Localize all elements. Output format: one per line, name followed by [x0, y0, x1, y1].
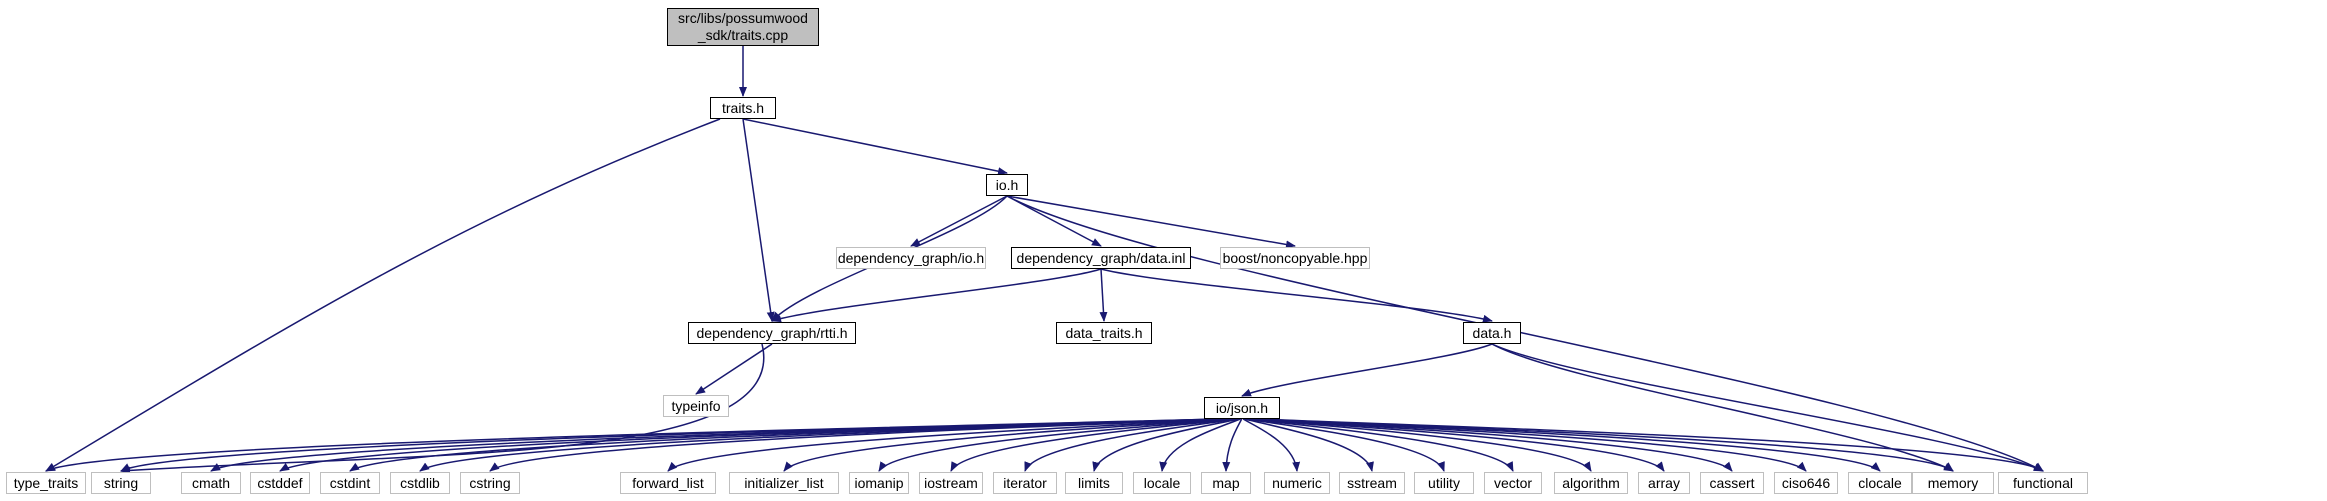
node-typeinfo: typeinfo — [663, 395, 729, 417]
node-label-line1: src/libs/possumwood — [678, 10, 808, 26]
edge-io_json_h-to-utility — [1245, 418, 1445, 472]
node-memory: memory — [1912, 472, 1994, 494]
node-data-traits-h[interactable]: data_traits.h — [1056, 322, 1152, 344]
node-iterator: iterator — [993, 472, 1057, 494]
node-dependency-graph-rtti-h[interactable]: dependency_graph/rtti.h — [688, 322, 856, 344]
node-map: map — [1201, 472, 1251, 494]
node-functional: functional — [1998, 472, 2088, 494]
node-sstream: sstream — [1339, 472, 1405, 494]
node-label-line2: _sdk/traits.cpp — [697, 27, 789, 43]
node-forward-list: forward_list — [620, 472, 716, 494]
edge-io_json_h-to-cstdlib — [419, 418, 1226, 472]
edge-dg_data_inl-to-data_h — [1100, 268, 1493, 323]
edge-data_h-to-memory — [1491, 343, 1954, 472]
node-vector: vector — [1484, 472, 1542, 494]
node-io-h[interactable]: io.h — [986, 174, 1028, 196]
node-clocale: clocale — [1848, 472, 1912, 494]
node-cstddef: cstddef — [250, 472, 310, 494]
edge-io_json_h-to-forward_list — [667, 418, 1231, 472]
node-data-h[interactable]: data.h — [1463, 322, 1521, 344]
edge-io_json_h-to-functional — [1257, 418, 2044, 472]
edge-data_h-to-io_json_h — [1241, 343, 1493, 397]
node-utility: utility — [1414, 472, 1474, 494]
node-dependency-graph-data-inl[interactable]: dependency_graph/data.inl — [1011, 247, 1191, 269]
node-limits: limits — [1065, 472, 1123, 494]
edge-io_h-to-dg_io_h — [910, 195, 1008, 247]
edge-data_h-to-functional — [1491, 343, 2044, 472]
node-cmath: cmath — [181, 472, 241, 494]
node-boost-noncopyable: boost/noncopyable.hpp — [1220, 247, 1370, 269]
edge-dg_data_inl-to-data_traits_h — [1099, 268, 1108, 322]
edge-io_json_h-to-iomanip — [878, 418, 1235, 472]
edge-traits_h-to-dg_rtti_h — [742, 118, 775, 322]
node-numeric: numeric — [1264, 472, 1330, 494]
node-cstdlib: cstdlib — [390, 472, 450, 494]
edge-io_json_h-to-sstream — [1244, 418, 1374, 472]
edge-io_h-to-functional — [1006, 195, 2044, 472]
node-iomanip: iomanip — [849, 472, 909, 494]
edge-io_json_h-to-limits — [1092, 418, 1240, 472]
edge-io_json_h-to-numeric — [1242, 418, 1301, 472]
node-ciso646: ciso646 — [1774, 472, 1838, 494]
node-initializer-list: initializer_list — [729, 472, 839, 494]
edge-io_json_h-to-initializer_list — [783, 418, 1233, 472]
node-string: string — [91, 472, 151, 494]
node-cstdint: cstdint — [320, 472, 380, 494]
node-array: array — [1638, 472, 1690, 494]
edges — [45, 46, 2044, 475]
edge-traits_h-to-io_h — [742, 118, 1008, 176]
node-traits-cpp[interactable]: src/libs/possumwood _sdk/traits.cpp — [667, 8, 819, 46]
node-traits-h[interactable]: traits.h — [710, 97, 776, 119]
node-cassert: cassert — [1700, 472, 1764, 494]
edge-io_json_h-to-iostream — [950, 418, 1237, 472]
edge-io_json_h-to-iterator — [1024, 418, 1238, 472]
edge-io_json_h-to-locale — [1159, 418, 1241, 472]
node-io-json-h[interactable]: io/json.h — [1204, 397, 1280, 419]
edge-io_json_h-to-vector — [1247, 418, 1514, 472]
node-cstring: cstring — [460, 472, 520, 494]
node-algorithm: algorithm — [1554, 472, 1628, 494]
edge-io_json_h-to-cstring — [489, 418, 1227, 472]
edge-dg_data_inl-to-dg_rtti_h — [771, 268, 1102, 323]
node-iostream: iostream — [919, 472, 983, 494]
edge-io_h-to-boost_noncopyable — [1006, 195, 1296, 249]
node-dependency-graph-io-h: dependency_graph/io.h — [836, 247, 986, 269]
node-type-traits: type_traits — [6, 472, 86, 494]
edge-traits_h-to-type_traits — [45, 118, 721, 472]
edge-io_json_h-to-map — [1222, 418, 1243, 472]
node-locale: locale — [1133, 472, 1191, 494]
edge-dg_rtti_h-to-typeinfo — [695, 343, 773, 395]
